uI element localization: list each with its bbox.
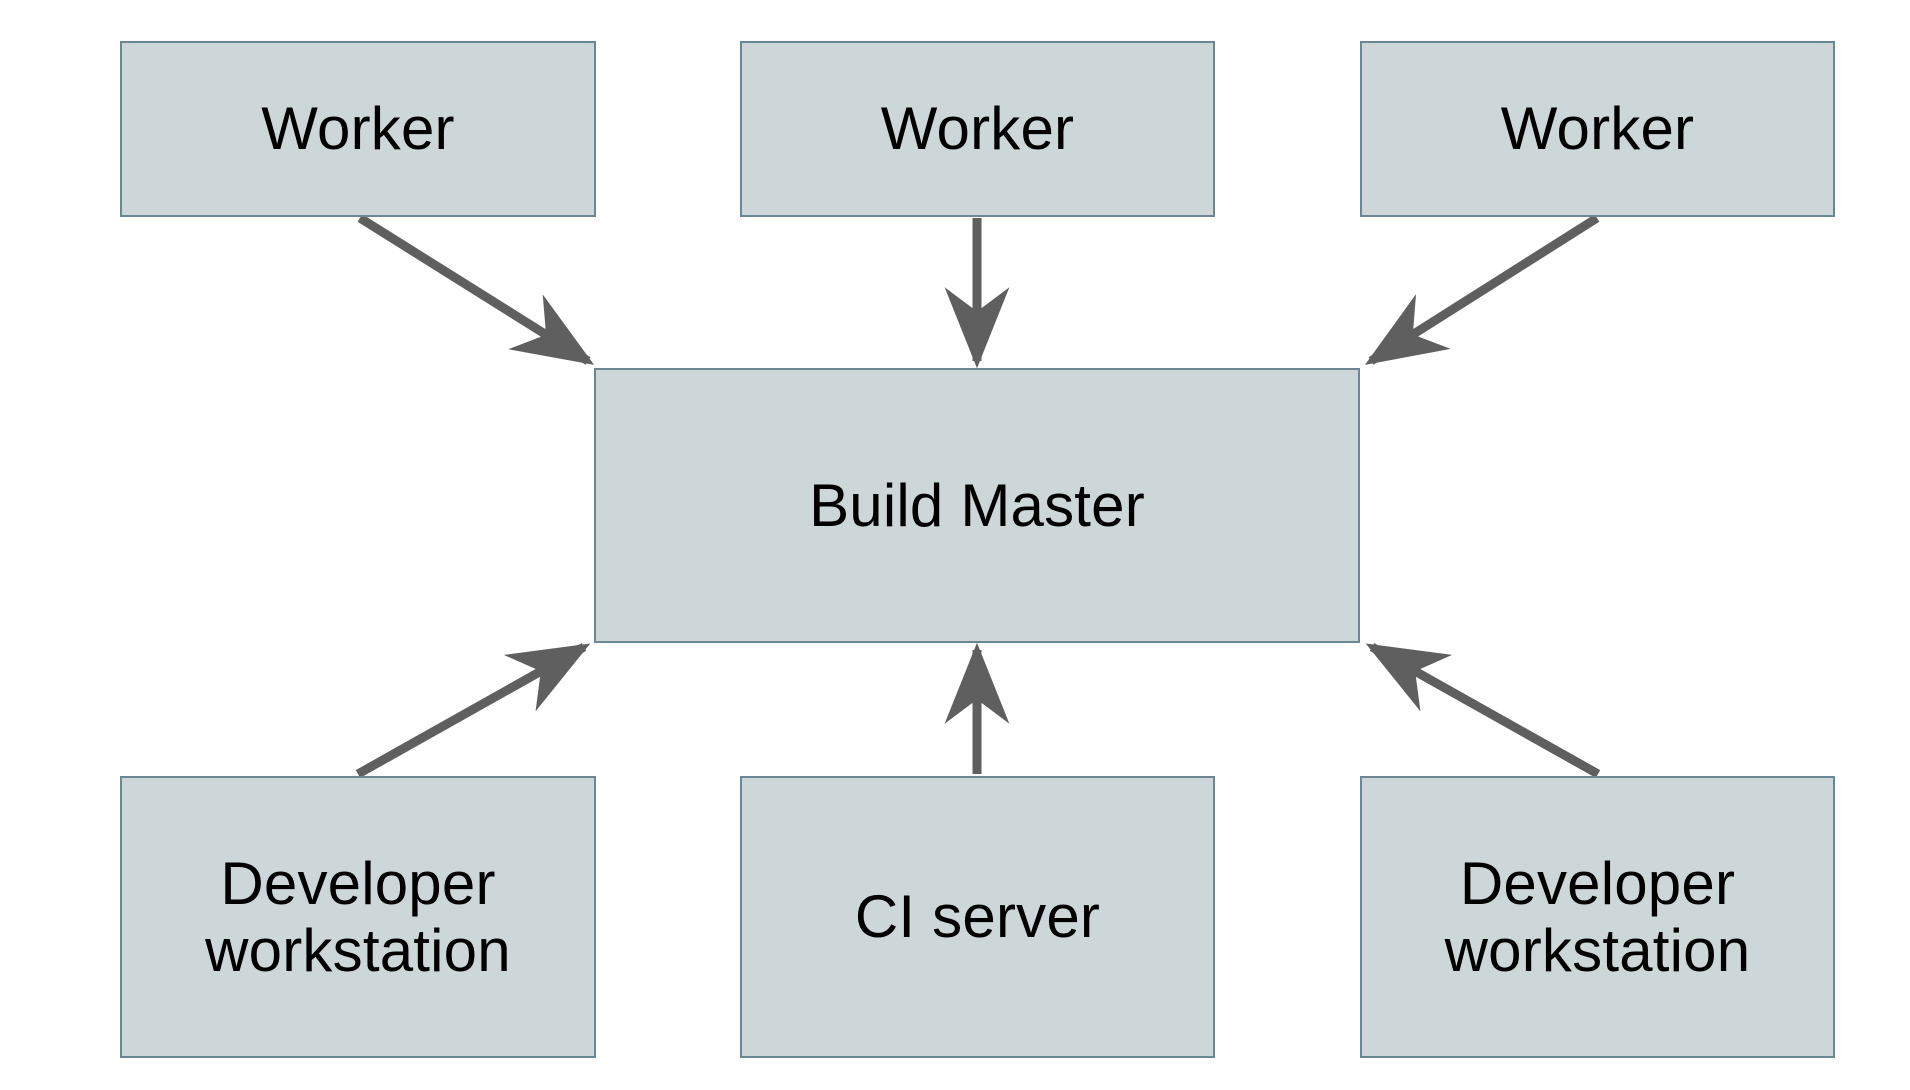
node-build-master-label: Build Master [809, 471, 1145, 539]
node-ci-server[interactable]: CI server [740, 776, 1215, 1058]
node-worker-3[interactable]: Worker [1360, 41, 1835, 217]
node-developer-workstation-right[interactable]: Developer workstation [1360, 776, 1835, 1058]
edge-devleft-to-master [355, 643, 591, 778]
node-developer-workstation-right-label: Developer workstation [1444, 849, 1751, 984]
node-worker-3-label: Worker [1500, 95, 1695, 163]
node-worker-1[interactable]: Worker [120, 41, 596, 217]
node-ci-server-label: CI server [854, 883, 1101, 951]
node-developer-workstation-left-label: Developer workstation [205, 849, 511, 984]
node-build-master[interactable]: Build Master [594, 368, 1360, 643]
node-worker-2[interactable]: Worker [740, 41, 1215, 217]
edge-worker3-to-master [1364, 214, 1600, 365]
edge-devright-to-master [1365, 643, 1601, 778]
edge-worker1-to-master [357, 214, 595, 365]
node-worker-1-label: Worker [261, 95, 455, 163]
node-worker-2-label: Worker [880, 95, 1075, 163]
node-developer-workstation-left[interactable]: Developer workstation [120, 776, 596, 1058]
